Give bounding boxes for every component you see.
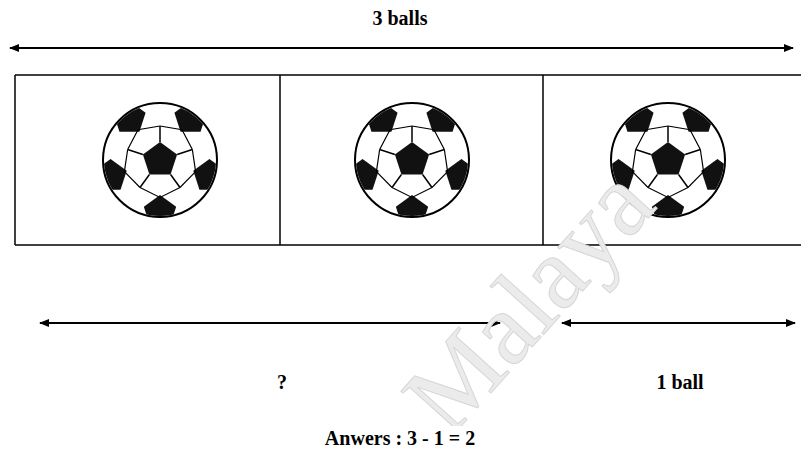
watermark: Malaya [377,142,678,457]
total-label: 3 balls [372,6,427,30]
soccer-ball [94,101,225,226]
part-label: 1 ball [656,370,703,394]
bar [15,75,801,245]
soccer-ball [346,101,477,226]
unknown-label: ? [277,370,287,394]
answer-text: Anwers : 3 - 1 = 2 [321,426,479,450]
total-arrow [10,47,793,49]
part-arrow [562,322,795,324]
